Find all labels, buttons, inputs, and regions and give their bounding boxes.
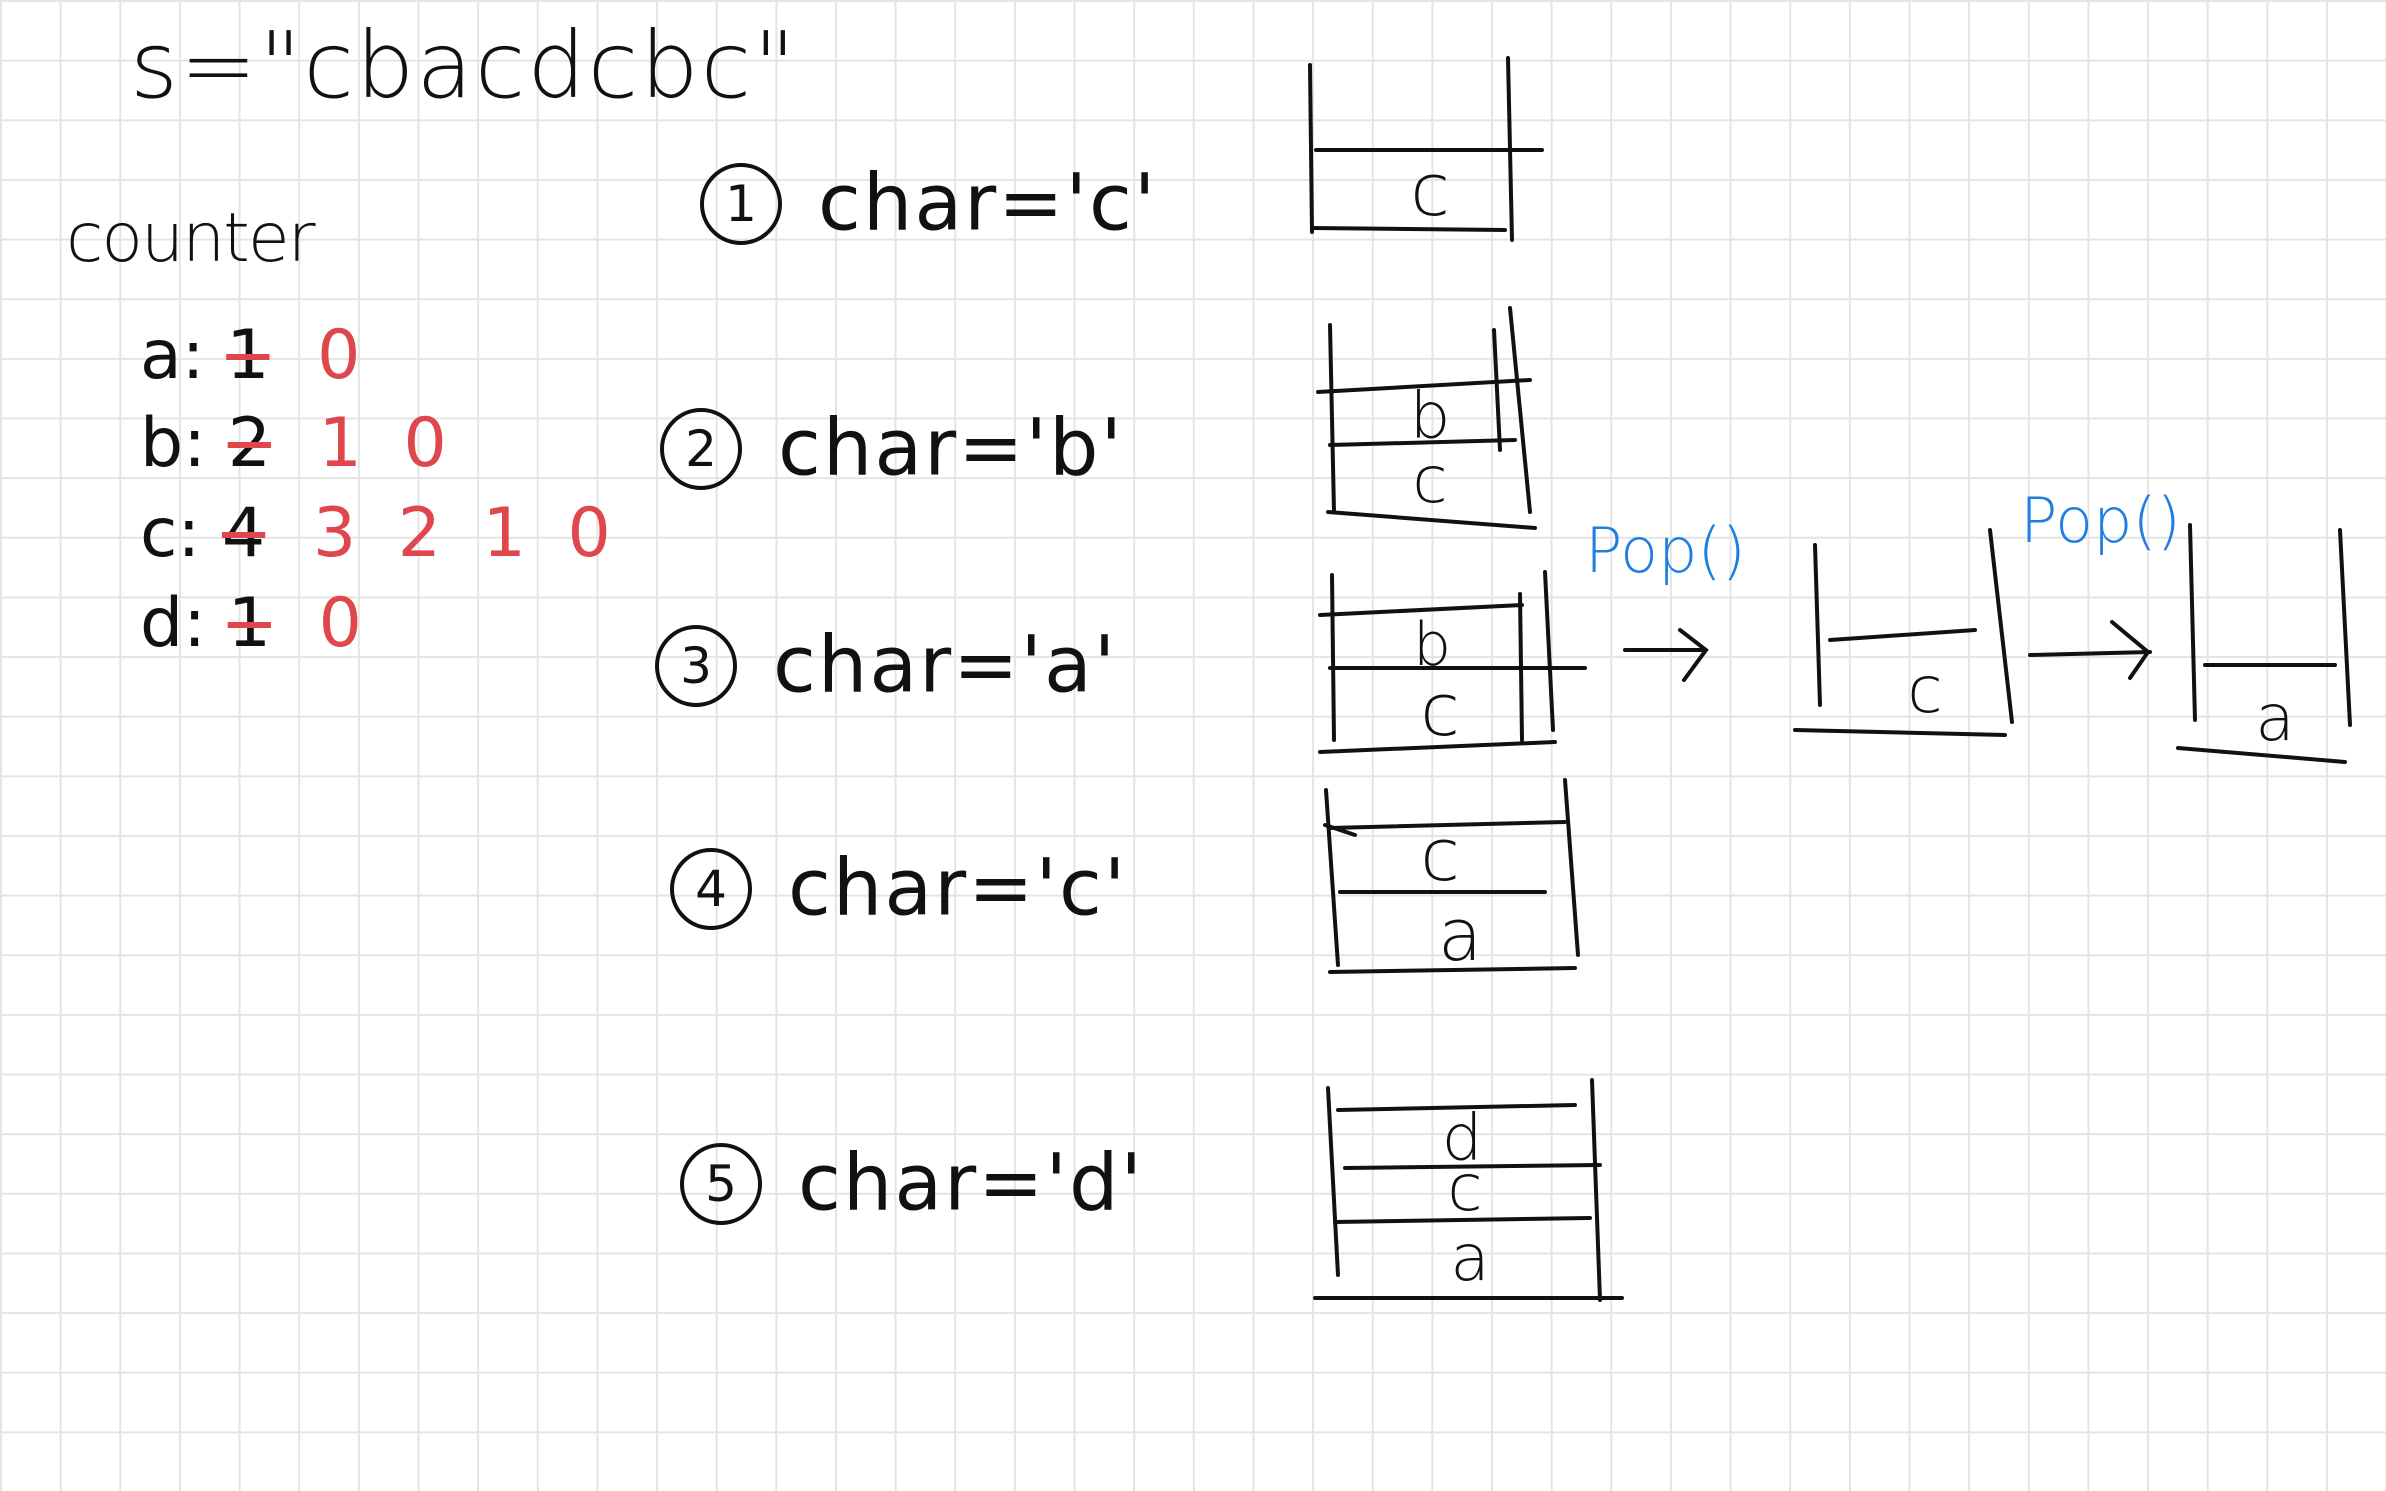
counter-updates: 3 2 1 0 xyxy=(312,494,621,573)
counter-initial: 2 xyxy=(227,404,271,483)
step-text: char='a' xyxy=(773,620,1118,711)
pop-label-2: Pop() xyxy=(2020,484,2181,557)
counter-key: d: xyxy=(140,584,207,663)
step-text: char='c' xyxy=(818,158,1158,249)
step-text: char='b' xyxy=(778,403,1124,494)
counter-updates: 0 xyxy=(317,316,371,395)
stack-after-pop-1-cell-0: c xyxy=(1907,654,1942,728)
stack-after-pop-2 xyxy=(2176,523,2352,764)
step-text: char='d' xyxy=(798,1138,1144,1229)
counter-row-a: a: 1 0 xyxy=(140,322,370,390)
counter-key: b: xyxy=(140,404,207,483)
counter-key: a: xyxy=(140,316,205,395)
stack-5-cell-1: c xyxy=(1447,1152,1482,1226)
stack-step-5 xyxy=(1313,1078,1624,1302)
step-text: char='c' xyxy=(788,843,1128,934)
stack-1-cell-0: c xyxy=(1410,148,1450,232)
stack-4-cell-0: a xyxy=(1438,893,1482,977)
counter-initial: 1 xyxy=(226,316,270,395)
stack-step-3 xyxy=(1318,570,1587,754)
stack-2-cell-0: c xyxy=(1412,444,1447,518)
stack-2-cell-1: b xyxy=(1410,380,1451,454)
counter-row-c: c: 4 3 2 1 0 xyxy=(140,500,621,568)
step-number: 5 xyxy=(680,1142,762,1225)
stack-step-2 xyxy=(1316,306,1537,530)
counter-label: counter xyxy=(66,199,316,278)
pop-label-1: Pop() xyxy=(1585,514,1746,587)
arrow-pop-1 xyxy=(1623,628,1709,682)
counter-updates: 1 0 xyxy=(318,404,457,483)
step-number: 1 xyxy=(700,162,782,245)
stack-after-pop-1 xyxy=(1793,528,2014,737)
stack-5-cell-0: a xyxy=(1450,1222,1489,1296)
stack-5-cell-2: d xyxy=(1442,1102,1483,1176)
step-number: 2 xyxy=(660,407,742,490)
counter-row-b: b: 2 1 0 xyxy=(140,410,457,478)
step-number: 4 xyxy=(670,847,752,930)
arrow-pop-2 xyxy=(2028,620,2152,680)
stack-3-cell-0: c xyxy=(1420,668,1460,752)
counter-initial: 4 xyxy=(221,494,266,573)
counter-row-d: d: 1 0 xyxy=(140,590,372,658)
step-number: 3 xyxy=(655,624,737,707)
stack-3-cell-1: b xyxy=(1413,610,1451,680)
counter-updates: 0 xyxy=(318,584,372,663)
stack-after-pop-2-cell-0: a xyxy=(2255,682,2294,756)
stack-step-1 xyxy=(1308,56,1544,242)
counter-initial: 1 xyxy=(227,584,271,663)
input-string: s="cbacdcbc" xyxy=(130,12,798,119)
stack-4-cell-1: c xyxy=(1420,813,1460,897)
stack-step-4 xyxy=(1323,778,1580,974)
counter-key: c: xyxy=(140,494,201,573)
